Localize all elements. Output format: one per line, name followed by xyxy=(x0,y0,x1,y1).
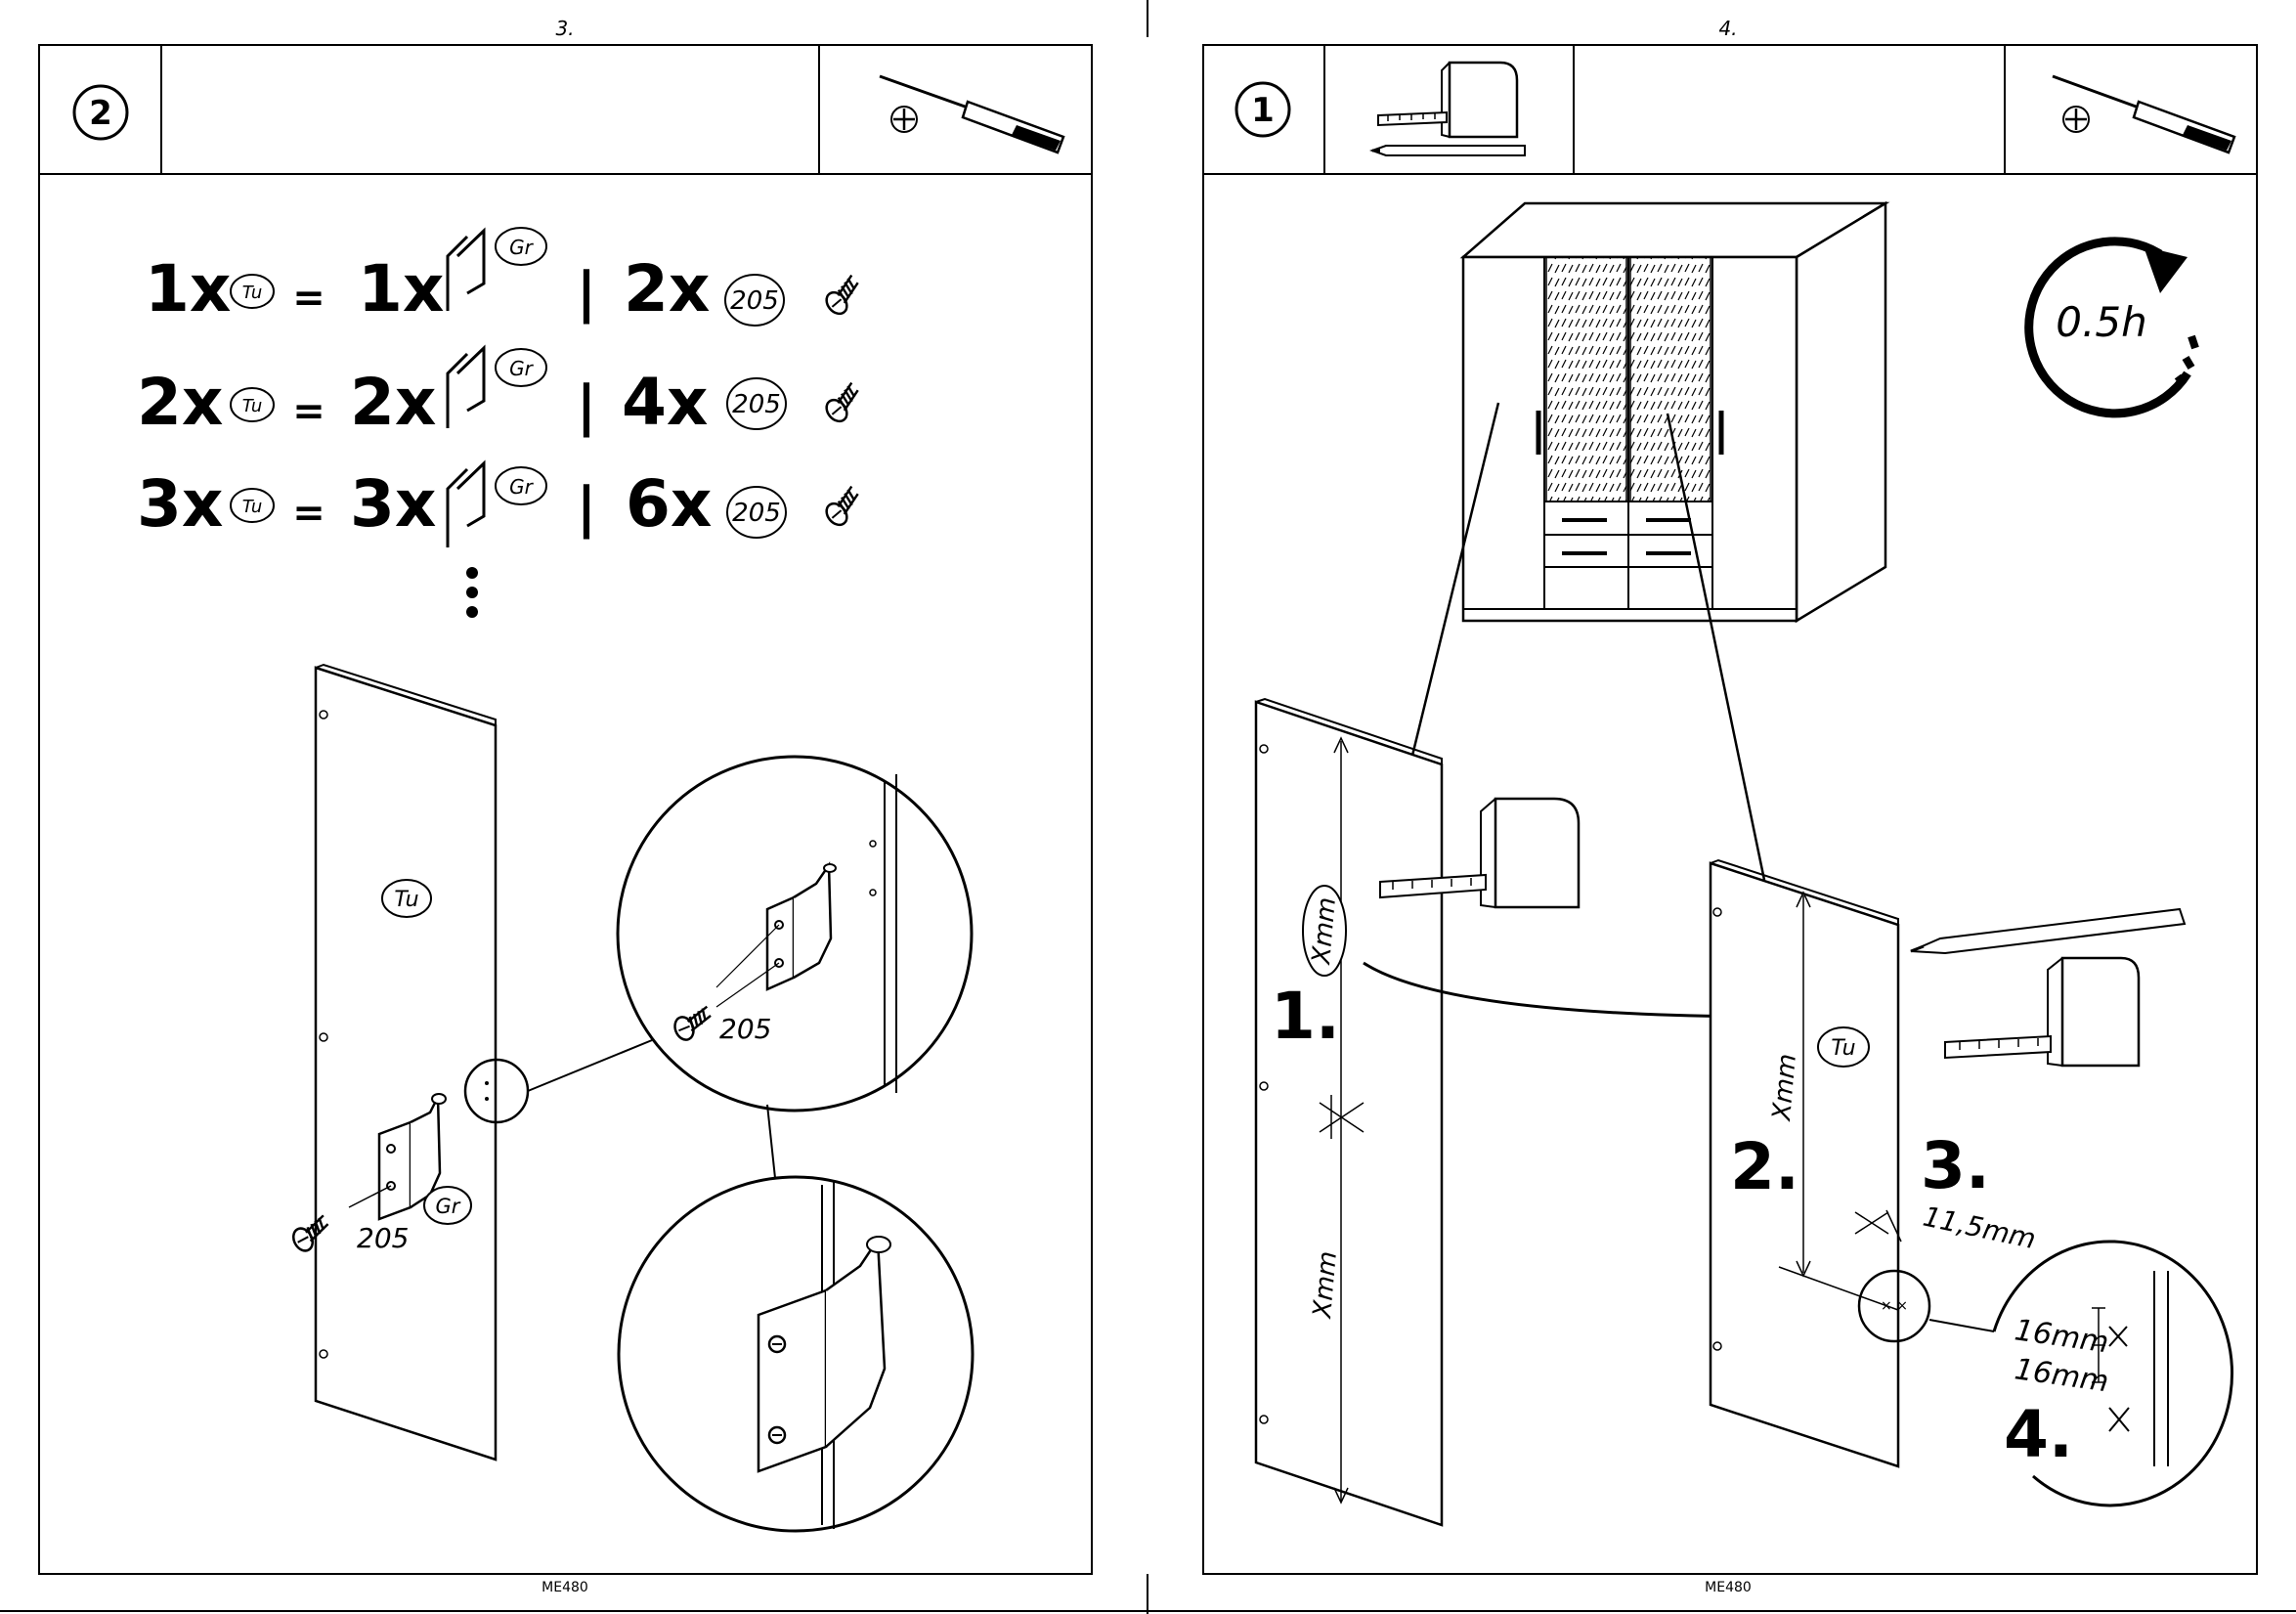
screw-icon xyxy=(822,487,866,529)
qty-text: 3x xyxy=(350,466,437,542)
screw-code: 205 xyxy=(730,286,779,316)
measure-label: Xmm xyxy=(1767,1053,1802,1124)
mark-crosses: × × xyxy=(1881,1298,1908,1314)
qty-text: 2x xyxy=(350,365,437,440)
measure-label: Xmm xyxy=(1307,896,1342,968)
qty-text: 1x xyxy=(145,251,232,327)
quantity-row: 1x Tu = 1x Gr | 2x 205 xyxy=(145,228,867,327)
pencil-icon xyxy=(1372,146,1525,155)
spacing-label: 16mm xyxy=(2013,1352,2111,1399)
panel-label: Tu xyxy=(1831,1036,1855,1061)
left-page: 3. 2 1x Tu = 1x Gr | 2x xyxy=(39,17,1092,1595)
tape-measure-icon xyxy=(1378,63,1517,137)
continuation-dots xyxy=(466,567,478,618)
separator: | xyxy=(577,374,596,438)
detail-zoom-hinge xyxy=(619,1177,973,1531)
part-code: Gr xyxy=(509,475,534,499)
pencil-icon xyxy=(1911,909,2185,953)
qty-text: 2x xyxy=(137,365,224,440)
phillips-bit-icon xyxy=(2063,107,2089,132)
left-page-number: 3. xyxy=(555,17,574,40)
screw-code: 205 xyxy=(732,390,781,419)
wardrobe-illustration xyxy=(1463,203,1885,621)
left-footer-code: ME480 xyxy=(542,1580,588,1595)
screw-code: 205 xyxy=(732,499,781,528)
separator: | xyxy=(577,261,596,325)
equals-sign: = xyxy=(292,491,325,536)
qty-text: 4x xyxy=(622,365,709,440)
part-code: Gr xyxy=(509,357,534,380)
offset-label: 11,5mm xyxy=(1921,1200,2039,1256)
qty-text: 1x xyxy=(358,251,445,327)
tape-measure-icon xyxy=(1945,958,2139,1066)
step-number: 2 xyxy=(89,94,112,133)
right-page: 4. 1 0.5h xyxy=(1203,17,2257,1595)
qty-text: 3x xyxy=(137,466,224,542)
separator: | xyxy=(577,476,596,540)
screw-icon xyxy=(822,276,866,318)
right-footer-code: ME480 xyxy=(1705,1580,1752,1595)
part-code: Tu xyxy=(242,396,263,416)
equals-sign: = xyxy=(292,389,325,434)
detail-zoom-spacing: 16mm 16mm 4. xyxy=(1994,1242,2232,1505)
zoom-screw-label: 205 xyxy=(719,1013,771,1045)
clock-arrow-icon: 0.5h xyxy=(2029,241,2195,414)
equals-sign: = xyxy=(292,276,325,321)
hinge-label: Gr xyxy=(436,1195,461,1218)
qty-text: 6x xyxy=(626,466,713,542)
right-page-number: 4. xyxy=(1718,17,1737,40)
step-label: 4. xyxy=(2004,1397,2073,1472)
quantity-row: 2x Tu = 2x Gr | 4x 205 xyxy=(137,348,867,440)
step-label: 1. xyxy=(1271,979,1340,1054)
detail-zoom-screw: 205 xyxy=(618,757,972,1111)
screw-label: 205 xyxy=(357,1222,409,1254)
part-code: Gr xyxy=(509,236,534,259)
part-code: Tu xyxy=(242,283,263,303)
measure-label: Xmm xyxy=(1308,1250,1343,1322)
step-label: 3. xyxy=(1921,1128,1990,1203)
phillips-bit-icon xyxy=(891,107,917,132)
door-panel-measure: Xmm Xmm 1. xyxy=(1256,699,1442,1525)
quantity-row: 3x Tu = 3x Gr | 6x 205 xyxy=(137,463,867,547)
screw-icon xyxy=(822,383,866,425)
time-estimate: 0.5h xyxy=(2056,298,2146,346)
qty-text: 2x xyxy=(624,251,711,327)
step-label: 2. xyxy=(1730,1129,1799,1204)
step-number: 1 xyxy=(1251,91,1275,130)
panel-label: Tu xyxy=(394,888,418,912)
door-panel-illustration: Tu Gr 205 xyxy=(289,665,657,1460)
part-code: Tu xyxy=(242,497,263,517)
